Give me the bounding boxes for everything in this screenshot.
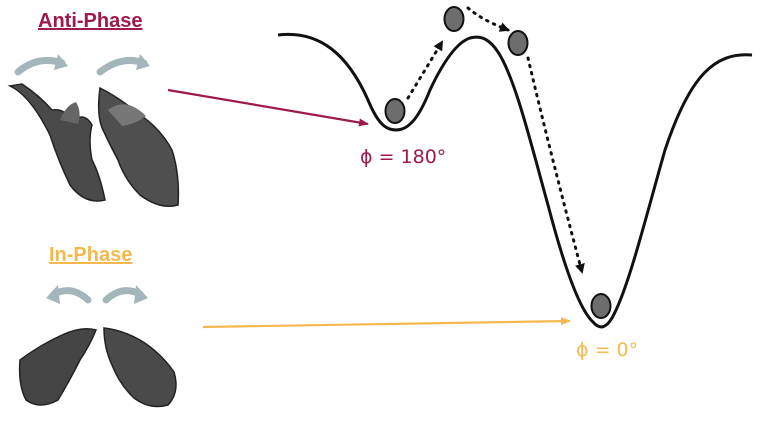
in-phase-hands-icon (18, 285, 177, 408)
in-phase-title: In-Phase (49, 244, 132, 266)
anti-phase-arrow (167, 88, 369, 127)
anti-phase-title: Anti-Phase (38, 10, 142, 32)
ball-trajectory-arrow-1 (406, 40, 444, 100)
ball-trajectory-arrow-3 (526, 56, 585, 274)
in-phase-arrow (202, 317, 571, 329)
ball-in-phase-well (590, 293, 612, 319)
ball-top-right (507, 30, 529, 56)
anti-phase-state-label: ϕ = 180° (360, 146, 446, 168)
ball-anti-phase-well (384, 98, 406, 124)
ball-top-left (443, 6, 465, 32)
anti-phase-hands-icon (7, 54, 180, 207)
potential-landscape-curve (277, 32, 753, 329)
ball-trajectory-arrow-2 (466, 6, 510, 32)
in-phase-state-label: ϕ = 0° (576, 339, 638, 361)
